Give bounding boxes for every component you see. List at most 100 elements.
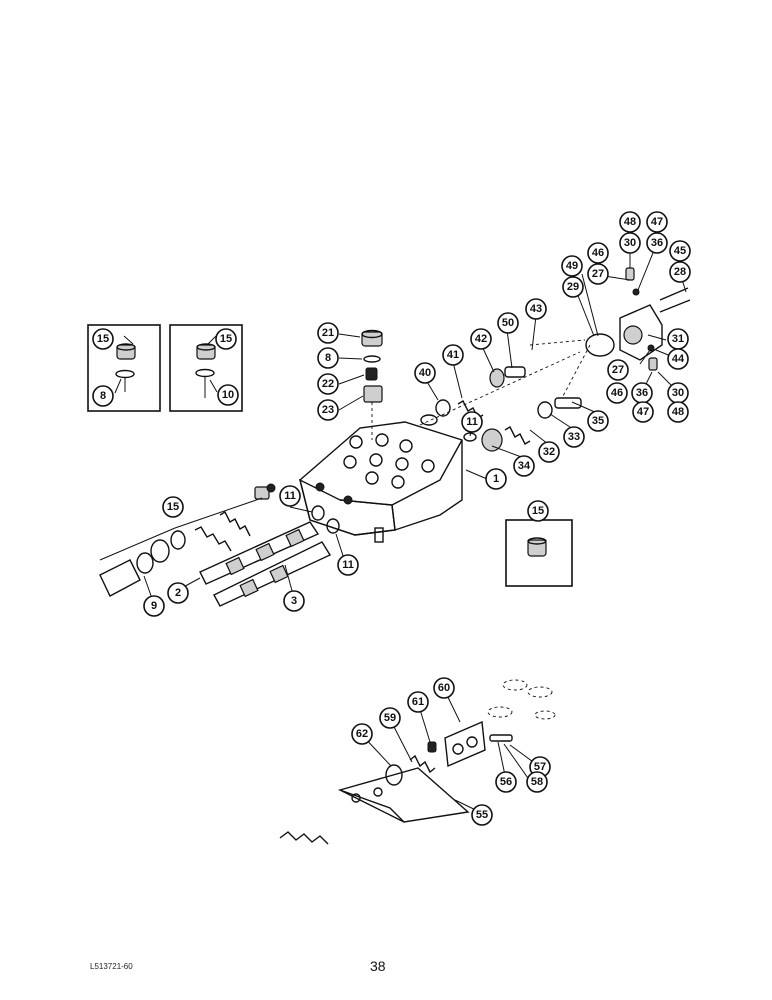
callout-23: 23 <box>317 399 339 421</box>
callout-28: 28 <box>669 261 691 283</box>
svg-text:47: 47 <box>651 216 663 228</box>
callout-11a: 11 <box>461 411 483 433</box>
callout-44: 44 <box>667 348 689 370</box>
callout-40: 40 <box>414 362 436 384</box>
callout-49: 49 <box>561 255 583 277</box>
callout-41: 41 <box>442 344 464 366</box>
svg-text:46: 46 <box>611 387 623 399</box>
callout-46a: 46 <box>587 242 609 264</box>
svg-text:48: 48 <box>672 406 684 418</box>
svg-text:31: 31 <box>672 333 684 345</box>
callout-1: 1 <box>485 468 507 490</box>
callout-34: 34 <box>513 455 535 477</box>
plug-stack <box>361 329 383 440</box>
svg-text:3: 3 <box>291 595 297 607</box>
svg-text:28: 28 <box>674 266 686 278</box>
svg-text:44: 44 <box>672 353 685 365</box>
svg-text:23: 23 <box>322 404 334 416</box>
callout-36b: 36 <box>631 382 653 404</box>
svg-text:45: 45 <box>674 245 686 257</box>
callout-11c: 11 <box>337 554 359 576</box>
callout-55: 55 <box>471 804 493 826</box>
svg-text:9: 9 <box>151 600 157 612</box>
page-number: 38 <box>370 958 386 974</box>
callout-59: 59 <box>379 707 401 729</box>
svg-text:36: 36 <box>636 387 648 399</box>
callout-9: 9 <box>143 595 165 617</box>
svg-text:47: 47 <box>637 406 649 418</box>
svg-text:15: 15 <box>220 333 232 345</box>
callout-27a: 27 <box>587 263 609 285</box>
svg-text:11: 11 <box>284 490 296 502</box>
svg-text:34: 34 <box>518 460 531 472</box>
callout-29: 29 <box>562 276 584 298</box>
svg-text:36: 36 <box>651 237 663 249</box>
svg-text:1: 1 <box>493 473 499 485</box>
callout-11b: 11 <box>279 485 301 507</box>
callout-3: 3 <box>283 590 305 612</box>
callout-56: 56 <box>495 771 517 793</box>
inset-plug-cap <box>505 519 573 587</box>
callout-8b: 8 <box>317 347 339 369</box>
svg-text:35: 35 <box>592 415 604 427</box>
callout-47a: 47 <box>646 211 668 233</box>
callout-30a: 30 <box>619 232 641 254</box>
valve-body <box>298 421 463 543</box>
svg-text:30: 30 <box>624 237 636 249</box>
callout-46b: 46 <box>606 382 628 404</box>
callout-15d: 15 <box>527 500 549 522</box>
callout-43: 43 <box>525 298 547 320</box>
callout-50: 50 <box>497 312 519 334</box>
svg-text:29: 29 <box>567 281 579 293</box>
document-code: L513721-60 <box>90 962 133 971</box>
callout-61: 61 <box>407 691 429 713</box>
svg-text:55: 55 <box>476 809 488 821</box>
svg-text:61: 61 <box>412 696 424 708</box>
callout-32: 32 <box>538 441 560 463</box>
svg-text:8: 8 <box>100 390 106 402</box>
callout-62: 62 <box>351 723 373 745</box>
callout-30b: 30 <box>667 382 689 404</box>
callout-10: 10 <box>217 384 239 406</box>
callout-47b: 47 <box>632 401 654 423</box>
svg-text:43: 43 <box>530 303 542 315</box>
svg-text:11: 11 <box>342 559 354 571</box>
svg-text:56: 56 <box>500 776 512 788</box>
callout-21: 21 <box>317 322 339 344</box>
lower-detent-assembly <box>279 679 556 845</box>
svg-text:2: 2 <box>175 587 181 599</box>
spool-assembly <box>199 505 340 607</box>
svg-text:49: 49 <box>566 260 578 272</box>
callout-60: 60 <box>433 677 455 699</box>
svg-text:32: 32 <box>543 446 555 458</box>
svg-text:46: 46 <box>592 247 604 259</box>
svg-text:60: 60 <box>438 682 450 694</box>
callout-22: 22 <box>317 373 339 395</box>
callout-15b: 15 <box>215 328 237 350</box>
callout-31: 31 <box>667 328 689 350</box>
callout-8a: 8 <box>92 385 114 407</box>
callout-27b: 27 <box>607 359 629 381</box>
callout-33: 33 <box>563 426 585 448</box>
svg-text:21: 21 <box>322 327 334 339</box>
callout-35: 35 <box>587 410 609 432</box>
svg-text:50: 50 <box>502 317 514 329</box>
svg-text:22: 22 <box>322 378 334 390</box>
callout-45: 45 <box>669 240 691 262</box>
svg-text:27: 27 <box>612 364 624 376</box>
svg-text:58: 58 <box>531 776 543 788</box>
callout-48b: 48 <box>667 401 689 423</box>
svg-text:11: 11 <box>466 416 478 428</box>
svg-text:48: 48 <box>624 216 636 228</box>
callout-58: 58 <box>526 771 548 793</box>
callout-2: 2 <box>167 582 189 604</box>
svg-text:42: 42 <box>475 333 487 345</box>
svg-text:15: 15 <box>97 333 109 345</box>
svg-text:27: 27 <box>592 268 604 280</box>
svg-text:30: 30 <box>672 387 684 399</box>
svg-text:40: 40 <box>419 367 431 379</box>
callout-15c: 15 <box>162 496 184 518</box>
callout-42: 42 <box>470 328 492 350</box>
callout-36a: 36 <box>646 232 668 254</box>
